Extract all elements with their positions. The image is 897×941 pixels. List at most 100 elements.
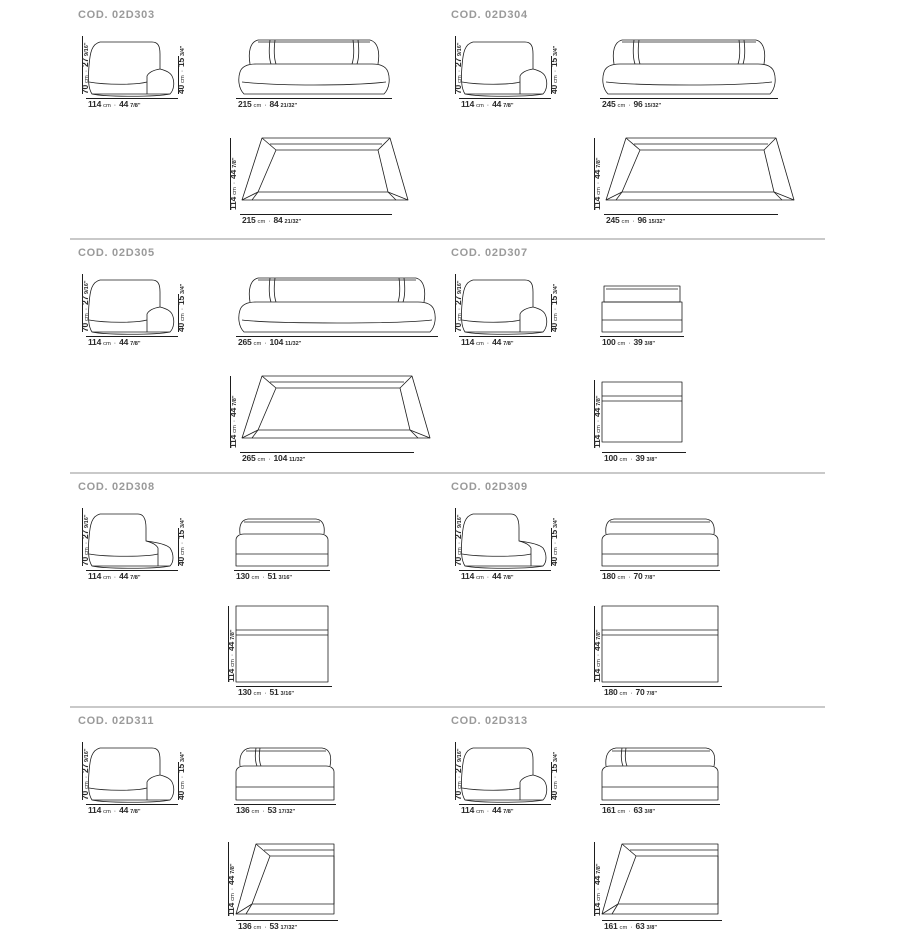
dim-seat-height-02D303: 40 cm · 15 3/4" bbox=[176, 45, 186, 94]
side-view-02D304 bbox=[459, 36, 551, 98]
dim-width-02D311-side: 114 cm · 44 7/8" bbox=[88, 805, 141, 815]
dim-rule-width-side-2 bbox=[459, 98, 551, 99]
product-code-02D308: COD. 02D308 bbox=[78, 481, 155, 493]
dim-width-02D304-front: 245 cm · 96 15/32" bbox=[602, 99, 662, 109]
section-4: COD. 02D311 COD. 02D313 70 cm · 27 9/16"… bbox=[0, 706, 897, 941]
dim-width-02D309-side: 114 cm · 44 7/8" bbox=[461, 571, 514, 581]
dim-back-height-02D308: 70 cm · 27 9/16" bbox=[80, 514, 90, 566]
side-view-02D308 bbox=[86, 508, 178, 570]
dim-plan-width-02D309: 180 cm · 70 7/8" bbox=[604, 687, 657, 697]
dim-seat-height-02D313: 40 cm · 15 3/4" bbox=[549, 751, 559, 800]
section-1: COD. 02D303 COD. 02D304 70 cm · 27 9/16"… bbox=[0, 0, 897, 238]
dim-seat-height-02D307: 40 cm · 15 3/4" bbox=[549, 283, 559, 332]
dim-rule-seat-height-4 bbox=[551, 294, 552, 332]
front-view-02D311 bbox=[234, 744, 336, 802]
dim-seat-height-02D305: 40 cm · 15 3/4" bbox=[176, 283, 186, 332]
dim-rule-plan-width-2 bbox=[604, 214, 778, 215]
dim-rule-seat-height-7 bbox=[178, 762, 179, 800]
dim-rule-width-side-3 bbox=[86, 336, 178, 337]
dim-plan-depth-02D308: 114 cm · 44 7/8" bbox=[226, 629, 236, 682]
dim-rule-back-height-5 bbox=[82, 508, 83, 566]
dim-rule-plan-depth-2 bbox=[594, 138, 595, 210]
plan-view-02D311 bbox=[234, 840, 336, 916]
front-view-02D313 bbox=[600, 744, 720, 802]
plan-view-02D304 bbox=[600, 134, 798, 206]
dim-plan-width-02D311: 136 cm · 53 17/32" bbox=[238, 921, 298, 931]
dim-rule-seat-height-3 bbox=[178, 294, 179, 332]
dim-rule-width-front-7 bbox=[234, 804, 336, 805]
dim-rule-width-side-8 bbox=[459, 804, 551, 805]
dim-width-02D303-side: 114 cm · 44 7/8" bbox=[88, 99, 141, 109]
dim-rule-width-front-4 bbox=[600, 336, 684, 337]
dim-rule-back-height-4 bbox=[455, 274, 456, 332]
dim-rule-width-front-6 bbox=[600, 570, 720, 571]
dim-rule-plan-width-1 bbox=[240, 214, 392, 215]
dim-rule-plan-depth-6 bbox=[594, 606, 595, 682]
dim-rule-plan-width-5 bbox=[236, 686, 332, 687]
section-3: COD. 02D308 COD. 02D309 70 cm · 27 9/16"… bbox=[0, 472, 897, 710]
product-code-02D304: COD. 02D304 bbox=[451, 9, 528, 21]
side-view-02D305 bbox=[86, 274, 178, 336]
dim-rule-width-side-6 bbox=[459, 570, 551, 571]
dim-plan-width-02D313: 161 cm · 63 3/8" bbox=[604, 921, 657, 931]
dim-back-height-02D305: 70 cm · 27 9/16" bbox=[80, 280, 90, 332]
front-view-02D304 bbox=[600, 34, 778, 96]
side-view-02D309 bbox=[459, 508, 551, 570]
dim-rule-plan-depth-1 bbox=[230, 138, 231, 210]
product-code-02D307: COD. 02D307 bbox=[451, 247, 528, 259]
side-view-02D307 bbox=[459, 274, 551, 336]
dim-rule-back-height-6 bbox=[455, 508, 456, 566]
dim-plan-depth-02D309: 114 cm · 44 7/8" bbox=[592, 629, 602, 682]
dim-rule-width-front-5 bbox=[234, 570, 330, 571]
dim-rule-plan-width-6 bbox=[602, 686, 722, 687]
dim-back-height-02D309: 70 cm · 27 9/16" bbox=[453, 514, 463, 566]
dim-plan-width-02D307: 100 cm · 39 3/8" bbox=[604, 453, 657, 463]
dim-seat-height-02D304: 40 cm · 15 3/4" bbox=[549, 45, 559, 94]
front-view-02D305 bbox=[236, 272, 438, 334]
dim-plan-width-02D303: 215 cm · 84 21/32" bbox=[242, 215, 302, 225]
dim-rule-back-height-1 bbox=[82, 36, 83, 94]
section-divider-2 bbox=[70, 472, 825, 474]
dim-back-height-02D311: 70 cm · 27 9/16" bbox=[80, 748, 90, 800]
side-view-02D303 bbox=[86, 36, 178, 98]
dim-back-height-02D313: 70 cm · 27 9/16" bbox=[453, 748, 463, 800]
dim-plan-depth-02D305: 114 cm · 44 7/8" bbox=[228, 395, 238, 448]
product-code-02D303: COD. 02D303 bbox=[78, 9, 155, 21]
dim-width-02D305-front: 265 cm · 104 11/32" bbox=[238, 337, 302, 347]
dim-rule-back-height-8 bbox=[455, 742, 456, 800]
dim-seat-height-02D311: 40 cm · 15 3/4" bbox=[176, 751, 186, 800]
dim-rule-plan-depth-8 bbox=[594, 842, 595, 916]
front-view-02D307 bbox=[600, 282, 684, 334]
dim-rule-width-front-2 bbox=[600, 98, 778, 99]
dim-rule-seat-height-8 bbox=[551, 762, 552, 800]
dim-width-02D313-front: 161 cm · 63 3/8" bbox=[602, 805, 655, 815]
front-view-02D303 bbox=[236, 34, 392, 96]
section-2: COD. 02D305 COD. 02D307 70 cm · 27 9/16"… bbox=[0, 238, 897, 476]
dim-rule-back-height-7 bbox=[82, 742, 83, 800]
dim-seat-height-02D309: 40 cm · 15 3/4" bbox=[549, 517, 559, 566]
dim-rule-back-height-3 bbox=[82, 274, 83, 332]
section-divider-1 bbox=[70, 238, 825, 240]
front-view-02D308 bbox=[234, 514, 330, 568]
dim-rule-plan-depth-5 bbox=[228, 606, 229, 682]
dim-width-02D307-front: 100 cm · 39 3/8" bbox=[602, 337, 655, 347]
dim-plan-width-02D305: 265 cm · 104 11/32" bbox=[242, 453, 306, 463]
side-view-02D311 bbox=[86, 742, 178, 804]
dim-rule-seat-height-2 bbox=[551, 56, 552, 94]
dim-rule-width-front-3 bbox=[236, 336, 438, 337]
dim-plan-depth-02D313: 114 cm · 44 7/8" bbox=[592, 863, 602, 916]
dim-rule-plan-width-3 bbox=[240, 452, 414, 453]
dim-plan-depth-02D307: 114 cm · 44 7/8" bbox=[592, 395, 602, 448]
dim-rule-plan-width-7 bbox=[236, 920, 338, 921]
dim-rule-seat-height-6 bbox=[551, 528, 552, 566]
front-view-02D309 bbox=[600, 514, 720, 568]
dim-plan-depth-02D304: 114 cm · 44 7/8" bbox=[592, 157, 602, 210]
product-code-02D313: COD. 02D313 bbox=[451, 715, 528, 727]
plan-view-02D307 bbox=[600, 380, 684, 444]
dim-rule-width-side-4 bbox=[459, 336, 551, 337]
dim-rule-plan-depth-7 bbox=[228, 842, 229, 916]
plan-view-02D303 bbox=[236, 134, 412, 206]
dim-rule-plan-width-8 bbox=[602, 920, 722, 921]
dim-rule-plan-width-4 bbox=[602, 452, 686, 453]
